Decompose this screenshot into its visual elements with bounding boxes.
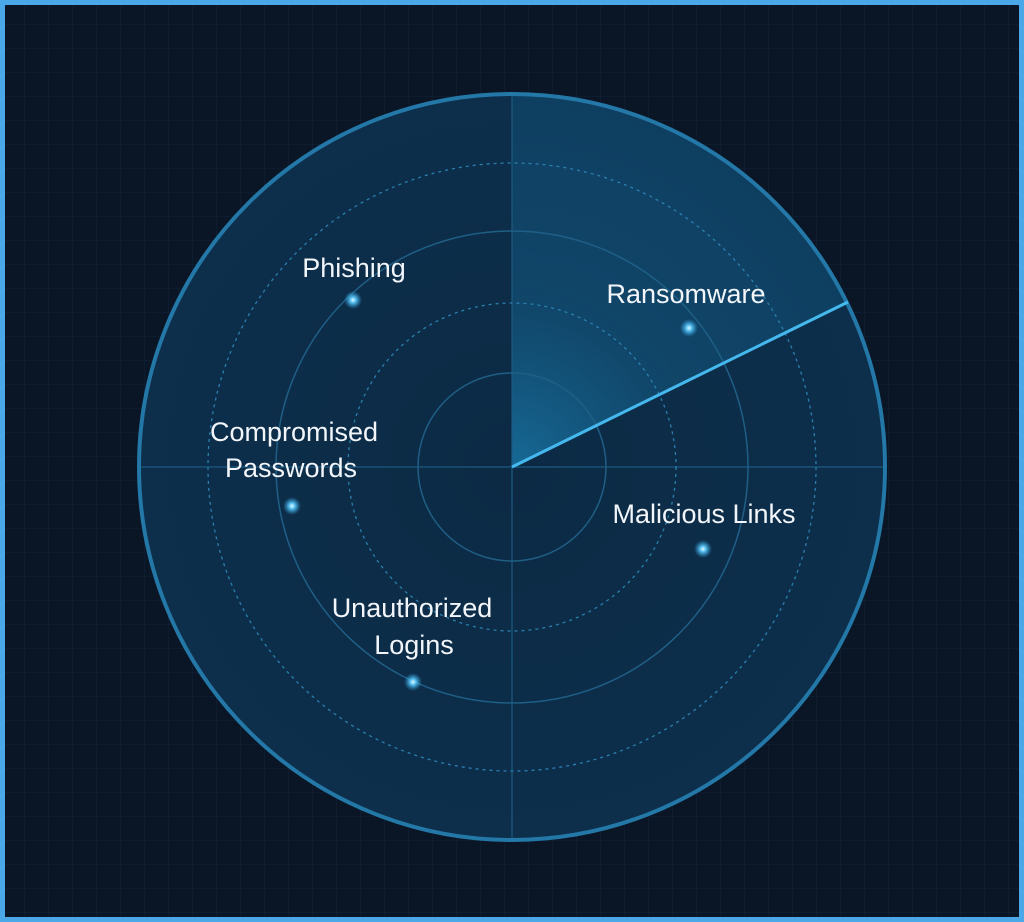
ring-4 xyxy=(207,162,817,772)
radar-canvas: Phishing Ransomware Compromised Password… xyxy=(5,5,1019,917)
ring-3 xyxy=(275,230,749,704)
blip-icon xyxy=(694,540,712,558)
threat-malicious-links: Malicious Links xyxy=(612,499,796,558)
blip-icon xyxy=(283,497,301,515)
threat-ransomware: Ransomware xyxy=(606,279,766,337)
threat-label-line-2: Passwords xyxy=(225,453,357,483)
radar-outer-ring xyxy=(137,92,887,842)
radar-sweep-sector xyxy=(512,93,848,467)
blip-icon xyxy=(680,319,698,337)
threat-phishing: Phishing xyxy=(302,253,406,309)
threat-label: Malicious Links xyxy=(612,499,795,529)
ring-1 xyxy=(417,372,607,562)
threat-label-line-1: Compromised xyxy=(210,417,378,447)
threat-unauthorized-logins: Unauthorized Logins xyxy=(332,593,493,691)
sweep-line xyxy=(511,300,849,469)
ring-2 xyxy=(347,302,677,632)
threat-label-line-2: Logins xyxy=(374,630,454,660)
blip-icon xyxy=(404,673,422,691)
blip-icon xyxy=(344,291,362,309)
threat-label: Ransomware xyxy=(606,279,765,309)
threat-label: Phishing xyxy=(302,253,406,283)
threat-compromised-passwords: Compromised Passwords xyxy=(210,417,378,515)
threat-label-line-1: Unauthorized xyxy=(332,593,493,623)
radar-diagram: Phishing Ransomware Compromised Password… xyxy=(5,5,1019,917)
